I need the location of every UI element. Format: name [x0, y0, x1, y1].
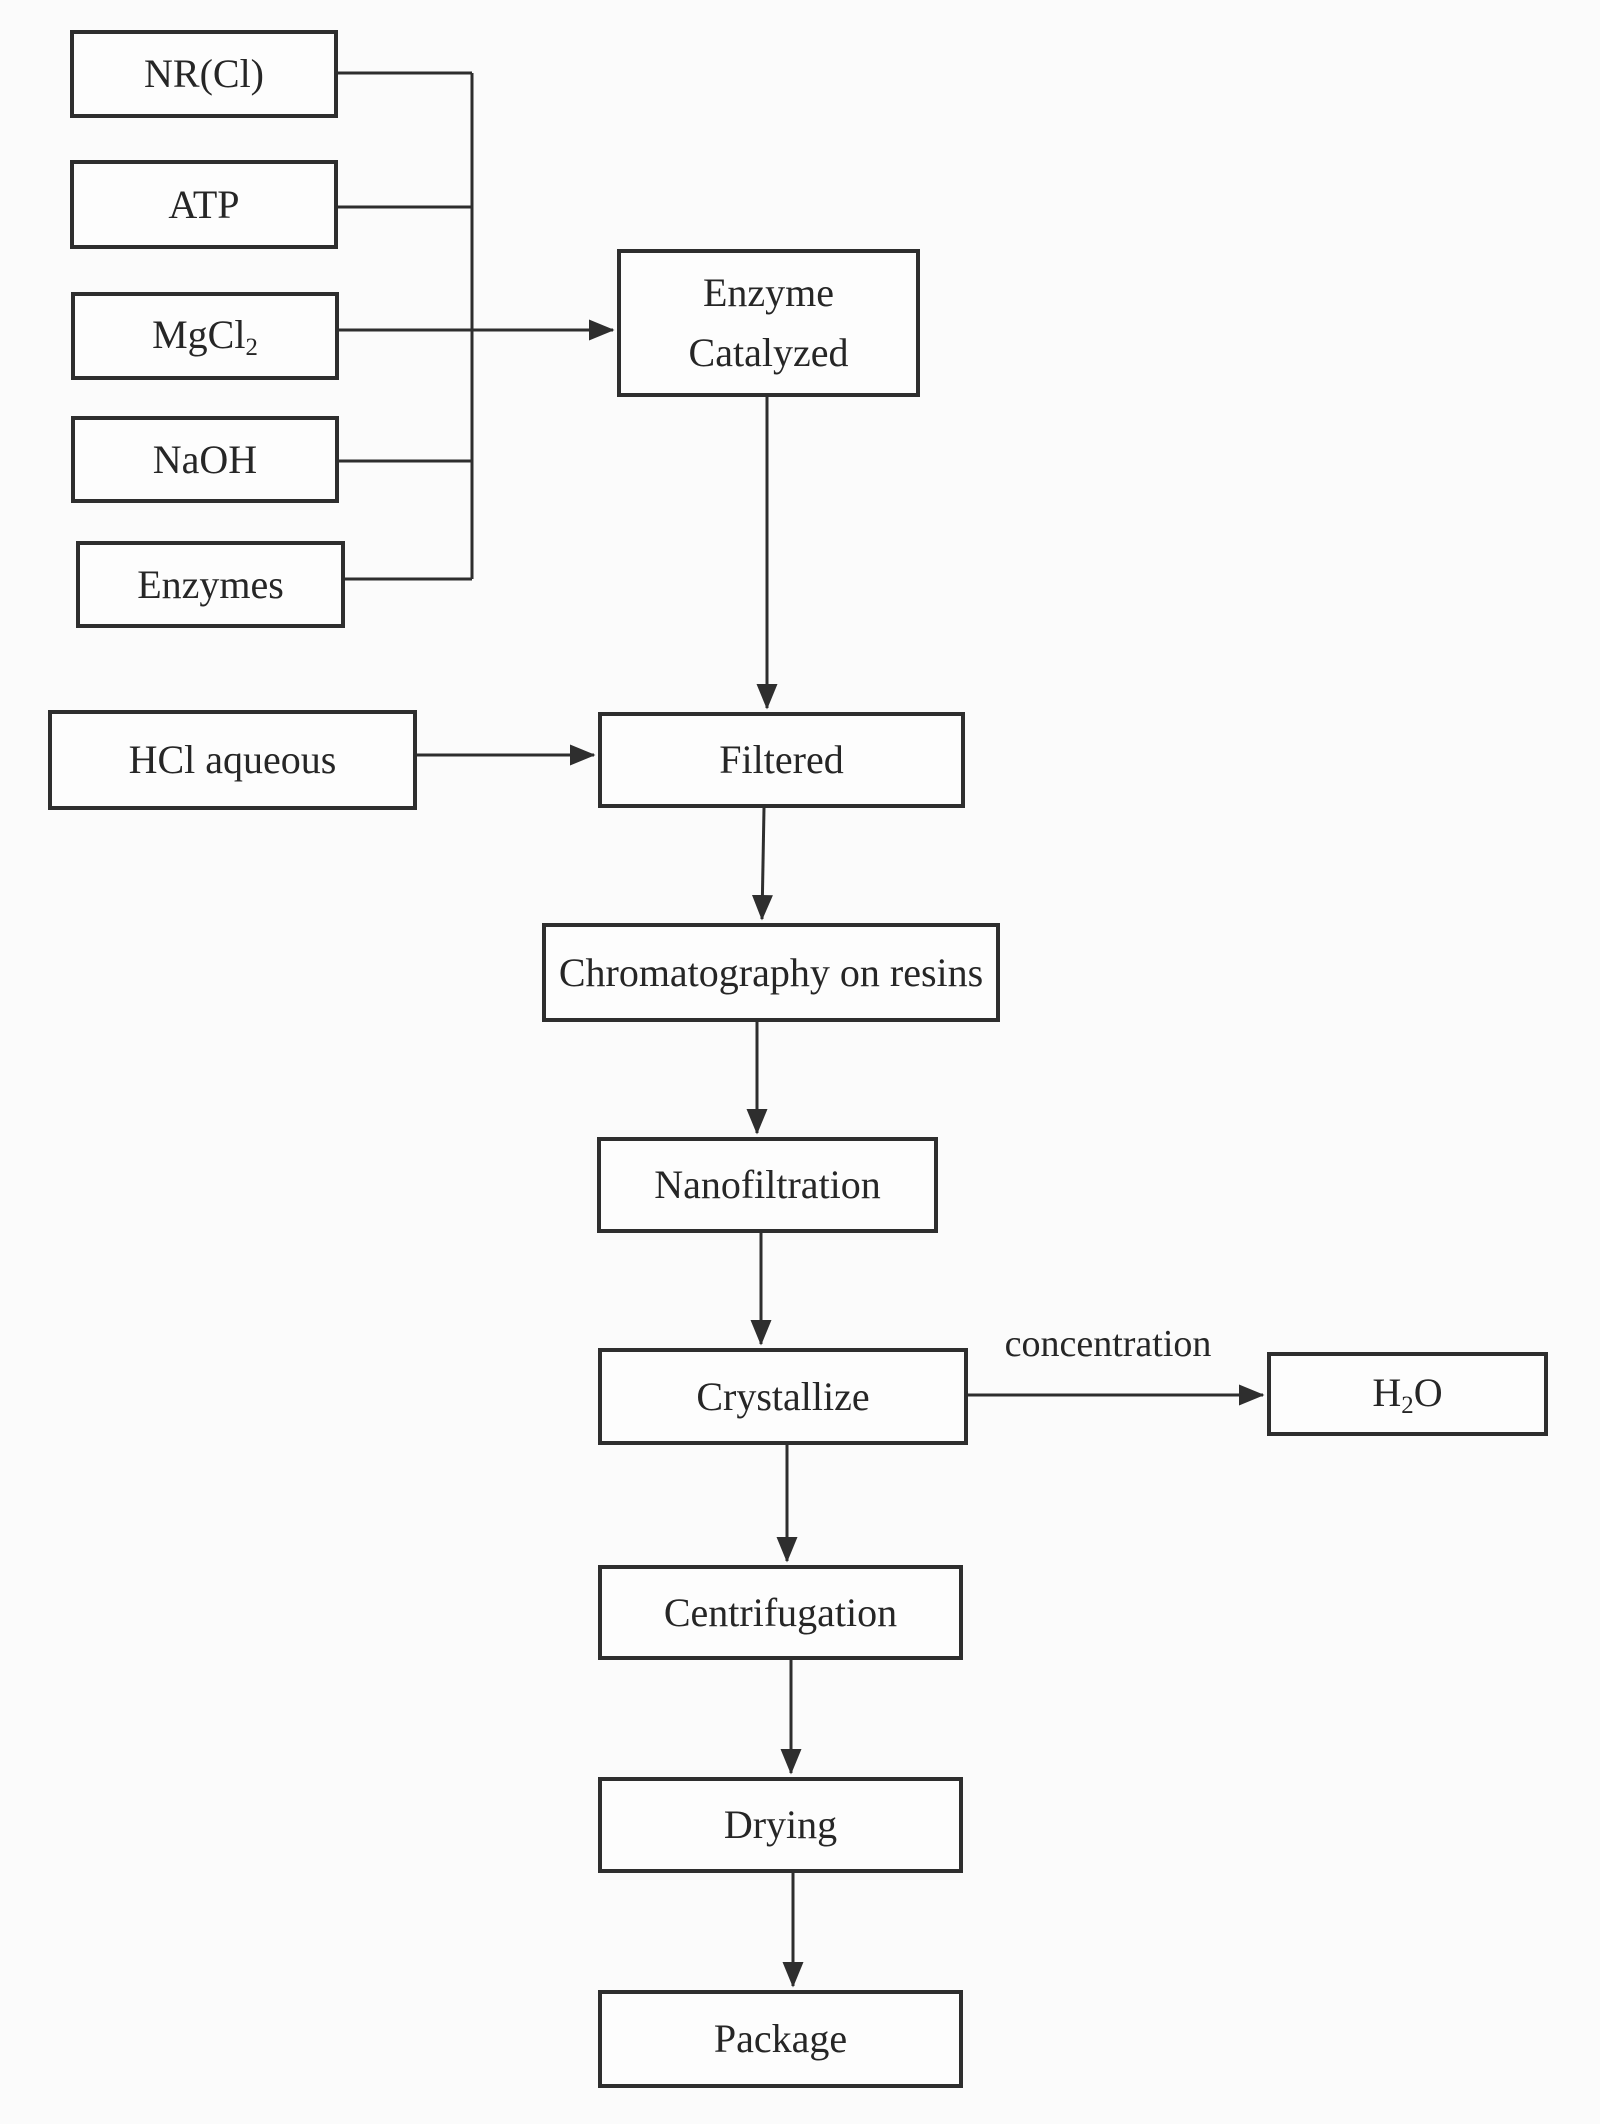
flow-node-label: Chromatography on resins	[559, 943, 983, 1003]
edge-label-concentration: concentration	[1004, 1323, 1212, 1365]
flow-node-label: Filtered	[719, 730, 843, 790]
flow-node-label: HCl aqueous	[129, 730, 337, 790]
flow-node-nanofiltration: Nanofiltration	[597, 1137, 938, 1233]
flow-node-package: Package	[598, 1990, 963, 2088]
label-text: ATP	[168, 181, 240, 227]
label-text: HCl aqueous	[128, 737, 337, 782]
flow-node-label: Enzyme	[703, 263, 834, 323]
label-text: Crystallize	[696, 1373, 870, 1419]
flow-node-label: Catalyzed	[689, 323, 849, 383]
connector-arrow	[751, 807, 773, 921]
flow-node-naoh: NaOH	[71, 416, 339, 503]
label-subscript: 2	[245, 334, 258, 362]
label-text: Filtered	[719, 737, 844, 782]
label-text: Drying	[723, 1802, 838, 1847]
flow-node-label: Crystallize	[696, 1367, 869, 1427]
flow-node-h2o: H2O	[1267, 1352, 1548, 1436]
flow-node-filtered: Filtered	[598, 712, 965, 808]
flow-node-label: NR(Cl)	[144, 44, 264, 104]
flow-node-nr-cl: NR(Cl)	[70, 30, 338, 118]
flow-node-crystallize: Crystallize	[598, 1348, 968, 1445]
label-text: Nanofiltration	[654, 1162, 881, 1207]
label-text: Centrifugation	[663, 1589, 898, 1635]
label-text: Enzyme	[702, 270, 835, 315]
flow-node-label: Enzymes	[137, 555, 284, 615]
flow-node-label: Package	[714, 2009, 847, 2069]
flow-node-label: MgCl2	[152, 305, 258, 366]
label-text: H	[1372, 1370, 1402, 1416]
flow-node-hcl-aqueous: HCl aqueous	[48, 710, 417, 810]
flow-node-enzymes: Enzymes	[76, 541, 345, 628]
flow-node-centrifugation: Centrifugation	[598, 1565, 963, 1660]
label-text: NaOH	[152, 436, 258, 482]
flow-node-label: Drying	[724, 1795, 837, 1855]
flow-node-mgcl2: MgCl2	[71, 292, 339, 380]
flow-node-label: Centrifugation	[664, 1583, 897, 1643]
label-text: Package	[713, 2016, 848, 2061]
label-subscript: 2	[1401, 1392, 1414, 1420]
flow-node-label: H2O	[1372, 1363, 1442, 1424]
flow-node-label: Nanofiltration	[654, 1155, 881, 1215]
flow-node-label: ATP	[168, 175, 239, 235]
label-text: Chromatography on resins	[558, 949, 984, 995]
label-text: MgCl	[152, 312, 246, 358]
label-text: Catalyzed	[688, 330, 849, 375]
flow-node-label: NaOH	[153, 430, 257, 490]
flow-node-atp: ATP	[70, 160, 338, 249]
flow-node-chromatography: Chromatography on resins	[542, 923, 1000, 1022]
label-text: Enzymes	[137, 561, 284, 607]
flow-node-drying: Drying	[598, 1777, 963, 1873]
label-text: O	[1413, 1370, 1443, 1416]
label-text: NR(Cl)	[144, 51, 264, 96]
